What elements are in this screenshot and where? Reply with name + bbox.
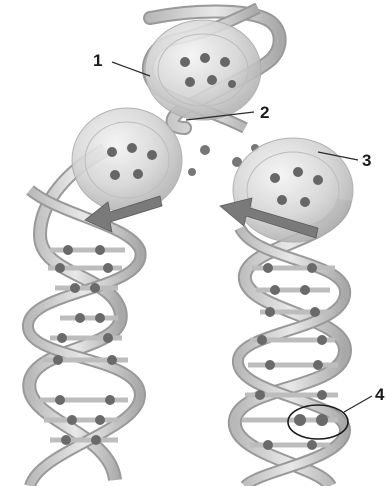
- label-3: 3: [362, 151, 371, 170]
- right-daughter-helix: [235, 200, 345, 486]
- label-4: 4: [375, 385, 385, 404]
- label-2: 2: [260, 103, 269, 122]
- right-base-pairs: [242, 263, 338, 450]
- enzyme-sphere-right: [220, 138, 353, 242]
- enzyme-sphere-1: [145, 20, 261, 120]
- leader-line-4: [344, 396, 372, 412]
- label-1: 1: [93, 51, 102, 70]
